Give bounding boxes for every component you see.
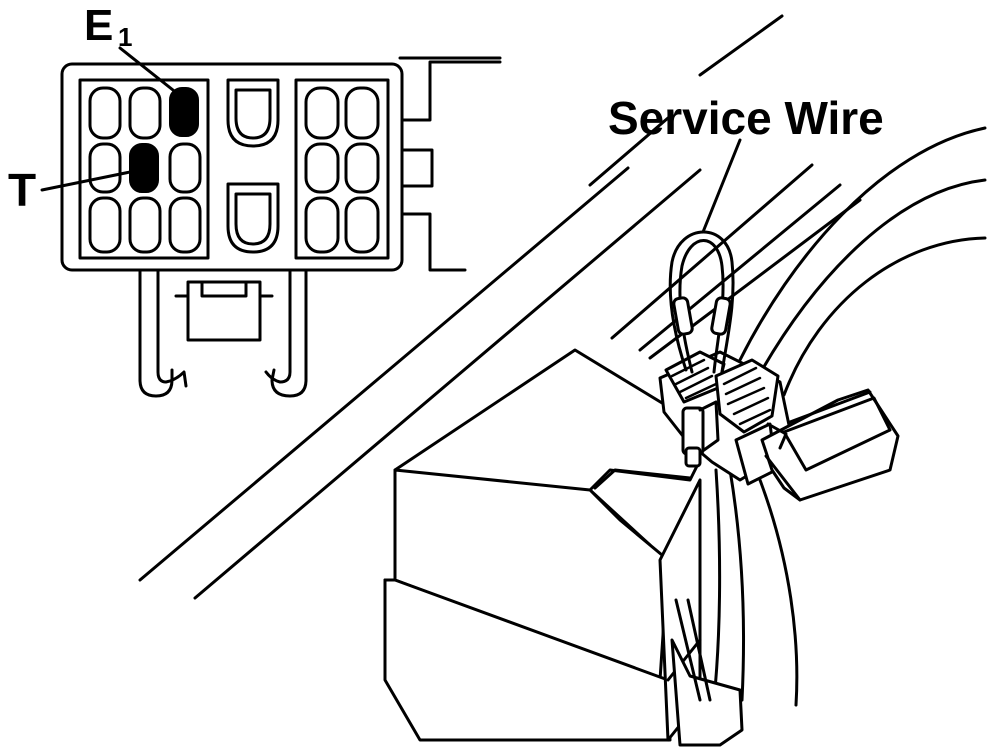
check-connector [658,350,900,502]
e1-label: E [84,1,113,50]
e1-terminal [169,87,199,137]
e1-leader [118,46,180,96]
junction-block [383,348,744,747]
right-terminal-cells [304,86,380,254]
left-terminal-cells [88,86,202,254]
e1-subscript: 1 [118,22,132,52]
labels: E 1 T Service Wire [8,1,884,216]
t-label: T [8,164,36,216]
connector-face-detail [60,56,502,398]
t-leader [40,168,142,192]
harness-curves [712,126,987,707]
service-wire-label: Service Wire [608,92,884,144]
t-terminal [129,143,159,193]
service-wire [668,138,742,374]
